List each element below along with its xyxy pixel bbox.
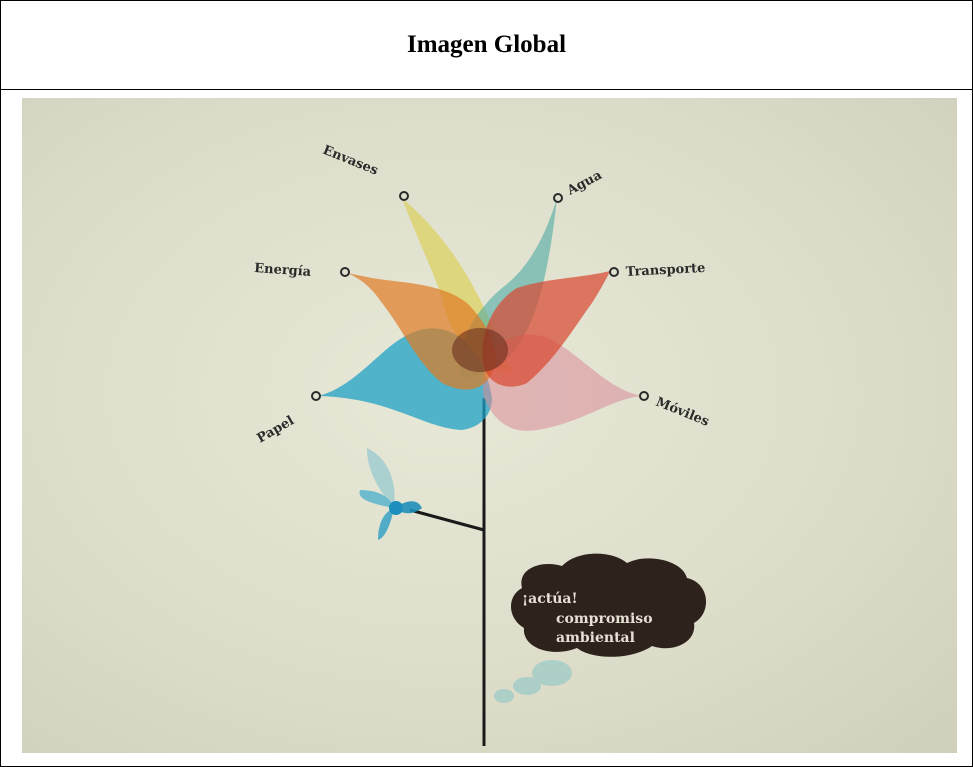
poster-image: Envases Agua Energía Transporte Papel Mó… — [22, 98, 957, 753]
compromiso-badge: ¡actúa! compromiso ambiental — [511, 554, 706, 657]
pinwheel-leaf — [359, 448, 422, 540]
label-energia: Energía — [254, 261, 312, 280]
badge-line-1: ¡actúa! — [522, 591, 578, 607]
energia-marker — [341, 268, 349, 276]
badge-line-3: ambiental — [556, 630, 635, 646]
agua-marker — [554, 194, 562, 202]
label-transporte: Transporte — [625, 261, 705, 280]
badge-line-2: compromiso — [556, 611, 653, 627]
transporte-marker — [610, 268, 618, 276]
page-title: Imagen Global — [407, 31, 566, 59]
label-moviles: Móviles — [654, 395, 712, 430]
envases-marker — [400, 192, 408, 200]
label-papel: Papel — [255, 413, 297, 446]
flower-center — [452, 328, 508, 372]
thought-bubbles — [494, 660, 572, 703]
leaf-branch — [410, 510, 484, 530]
label-agua: Agua — [564, 168, 605, 199]
flower-illustration: Envases Agua Energía Transporte Papel Mó… — [22, 98, 957, 753]
title-cell: Imagen Global — [1, 1, 972, 90]
label-envases: Envases — [321, 143, 381, 179]
